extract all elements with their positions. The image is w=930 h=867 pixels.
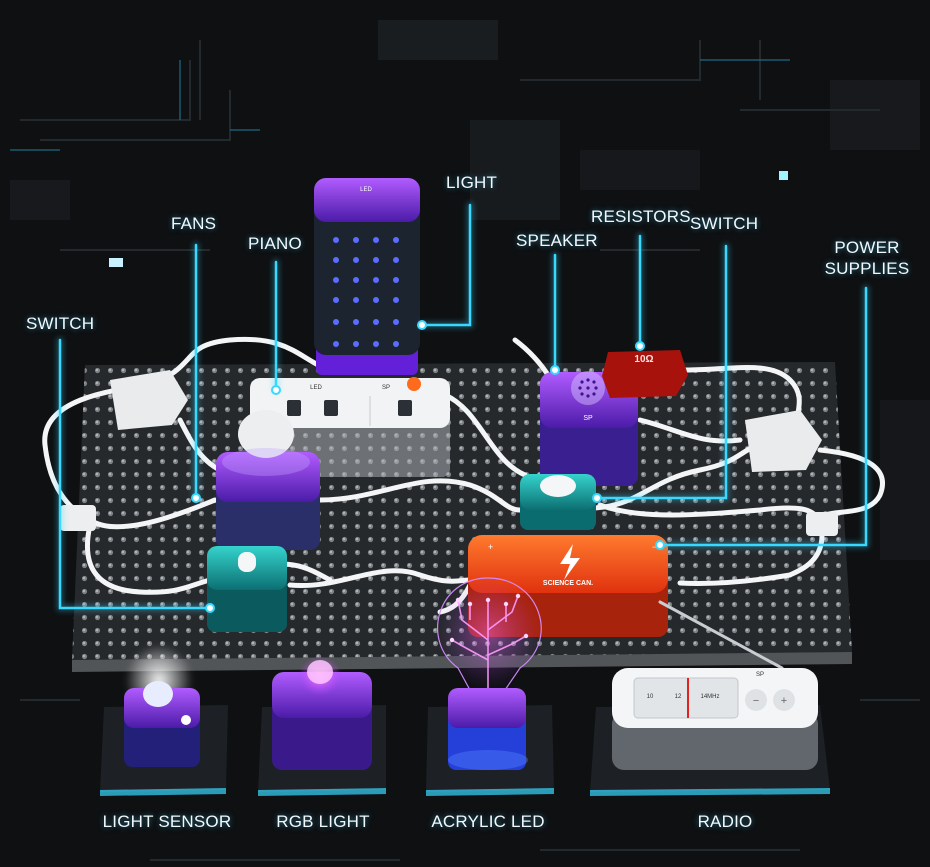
label-rgb-light: RGB LIGHT (276, 812, 370, 831)
callout-dots (191, 320, 665, 613)
speaker-tag: SP (583, 415, 593, 422)
label-power-line1: POWER (834, 238, 900, 257)
push-switch-module-center (520, 474, 596, 530)
acrylic-led-module (437, 577, 542, 770)
label-fans: FANS (171, 214, 217, 233)
label-light: LIGHT (446, 173, 498, 192)
connection-wires (42, 336, 885, 615)
label-acrylic-led: ACRYLIC LED (431, 812, 545, 831)
label-switch-right: SWITCH (690, 214, 759, 233)
piano-tag-right: SP (382, 385, 390, 391)
label-light-sensor: LIGHT SENSOR (102, 812, 232, 831)
radio-scale-a: 10 (647, 694, 654, 700)
rgb-light-module (272, 656, 372, 770)
svg-text:−: − (652, 542, 657, 552)
svg-text:−: − (753, 695, 759, 707)
label-radio: RADIO (697, 812, 753, 831)
light-sensor-module (124, 644, 200, 767)
label-piano: PIANO (248, 234, 302, 253)
label-power-line2: SUPPLIES (824, 259, 910, 278)
label-power-supplies: POWER SUPPLIES (822, 237, 912, 279)
battery-brand-text: SCIENCE CAN. (543, 580, 593, 587)
led-tower-module: LED (314, 178, 420, 375)
radio-module: + − 10 12 14MHz SP (612, 668, 818, 770)
piano-tag-left: LED (310, 385, 322, 391)
label-speaker: SPEAKER (516, 231, 598, 250)
radio-scale-b: 12 (675, 694, 682, 700)
fan-module (216, 410, 320, 550)
label-resistors: RESISTORS (591, 207, 691, 226)
label-switch-left: SWITCH (26, 314, 95, 333)
callout-lines (57, 202, 869, 611)
resistor-module: 10Ω (602, 350, 688, 398)
resistor-value: 10Ω (634, 354, 653, 365)
radio-scale-c: 14MHz (700, 694, 719, 700)
radio-tag: SP (756, 672, 764, 678)
wire-splitters (60, 370, 838, 536)
radio-antenna (658, 600, 784, 670)
svg-text:+: + (781, 695, 787, 707)
svg-text:+: + (488, 542, 493, 552)
led-tower-tag: LED (360, 187, 372, 193)
push-switch-module-left (207, 546, 287, 632)
